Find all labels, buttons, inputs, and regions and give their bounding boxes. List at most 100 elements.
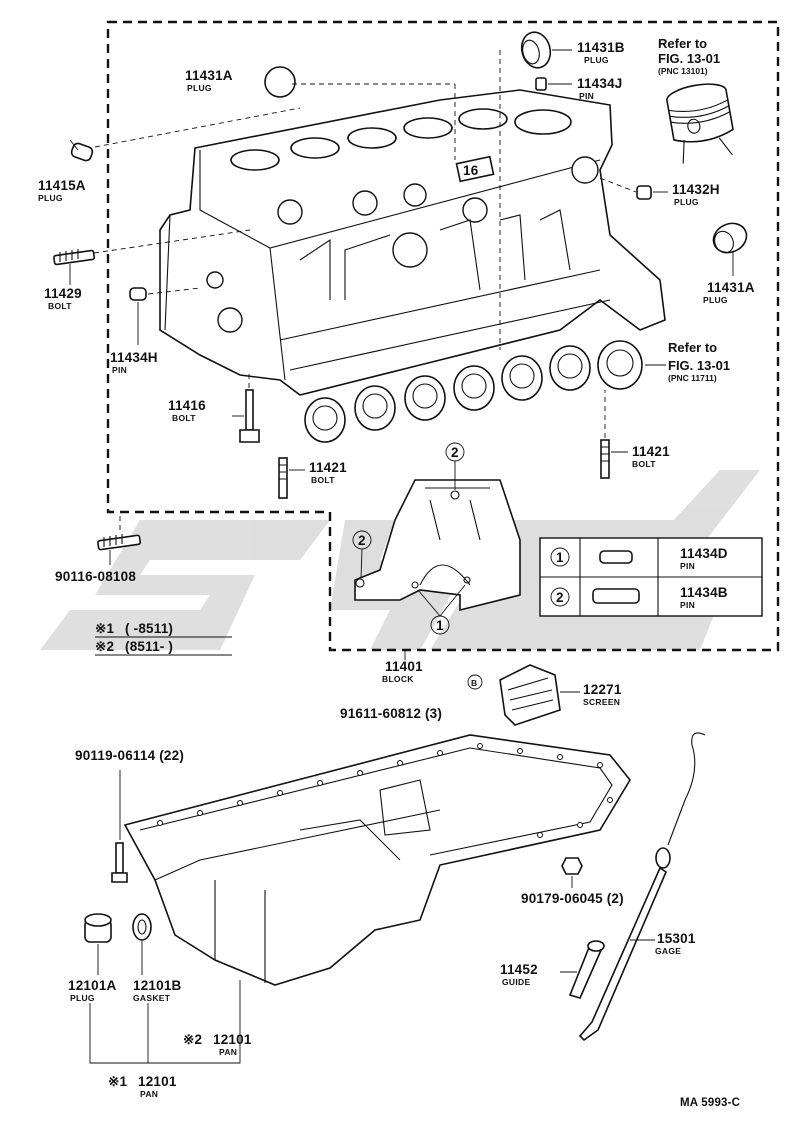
callout-12101-2-mark: ※2 [183,1032,202,1047]
callout-12101B-name: GASKET [133,993,171,1003]
callout-11434H-number: 11434H [110,350,158,365]
block-group-frame [106,20,780,652]
block-bottom-view: 2 2 1 [352,442,521,635]
stud-90116-08108: 90116-08108 [55,515,142,584]
callout-11421-right-name: BOLT [632,459,656,469]
guide-11452: 11452 GUIDE [500,940,605,999]
callout-12101-1-number: 12101 [138,1074,177,1089]
callout-11434J-number: 11434J [577,76,623,91]
callout-11432H-number: 11432H [672,182,720,197]
applicability-mark-2: ※2 [95,639,114,654]
bolt-11416: 11416 BOLT [168,370,260,443]
plug-11431B: 11431B PLUG [520,31,625,69]
callout-15301-name: GAGE [655,946,681,956]
callout-90179-number: 90179-06045 (2) [521,891,624,906]
pin-table-row-2-key: 2 [556,590,564,605]
callout-15301-number: 15301 [657,931,696,946]
callout-11429-number: 11429 [44,286,82,301]
cylinder-block: 16 [159,89,666,396]
callout-11452-name: GUIDE [502,977,530,987]
callout-11416-number: 11416 [168,398,206,413]
pin-table-row-2-pn: 11434B [680,585,728,600]
callout-12101-1-mark: ※1 [108,1074,128,1089]
bearing-reference: Refer to FIG. 13-01 (PNC 11711) [645,340,730,383]
callout-11431B-name: PLUG [584,55,609,65]
callout-12101-1-name: PAN [140,1089,158,1099]
pin-table-row-2-name: PIN [680,600,695,610]
bolt-90119-06114: 90119-06114 (22) [75,748,184,883]
piston-reference: Refer to FIG. 13-01 (PNC 13101) [658,36,734,164]
marker-two-left: 2 [358,533,366,548]
ref-bearing-line2: FIG. 13-01 [668,358,730,373]
applicability-range-1: ( -8511) [125,621,173,636]
ref-piston-pnc: (PNC 13101) [658,66,708,76]
callout-11421-left-name: BOLT [311,475,335,485]
applicability-notes: ※1 ( -8511) ※2 (8511- ) [95,621,232,656]
callout-11431A-top-name: PLUG [187,83,212,93]
block-11401-label: 11401 BLOCK [382,650,423,684]
callout-11432H-name: PLUG [674,197,699,207]
piston-icon [666,83,734,164]
water-jacket-holes [206,156,599,333]
stud-11421-left: 11421 BOLT [278,457,347,499]
callout-11431A-right-name: PLUG [703,295,728,305]
callout-91611-number: 91611-60812 (3) [340,706,442,721]
oil-pan-12101 [123,734,631,986]
nut-90179-06045: 90179-06045 (2) [521,857,624,906]
pin-table-row-1: 1 11434D PIN [550,546,728,571]
dipstick-15301: 15301 GAGE [578,732,706,1042]
pin-table-row-2: 2 11434B PIN [550,585,728,610]
cylinder-bores [230,108,572,171]
callout-12101-2-name: PAN [219,1047,237,1057]
callout-12101-2-number: 12101 [213,1032,252,1047]
callout-11421-left-number: 11421 [309,460,347,475]
pan-callouts: ※2 12101 PAN ※1 12101 PAN [89,980,252,1099]
callout-11452-number: 11452 [500,962,538,977]
marker-b: B [471,678,477,688]
pin-table-row-1-pn: 11434D [680,546,728,561]
callout-11431A-right-number: 11431A [707,280,755,295]
callout-12101A-name: PLUG [70,993,95,1003]
callout-12271-name: SCREEN [583,697,620,707]
plug-11431A-right: 11431A PLUG [703,222,755,305]
callout-90119-number: 90119-06114 (22) [75,748,184,763]
callout-11431B-number: 11431B [577,40,625,55]
block-ribs [279,209,611,371]
applicability-range-2: (8511- ) [125,639,173,654]
callout-11415A-name: PLUG [38,193,63,203]
drain-plug-12101A: 12101A PLUG [68,913,117,1003]
callout-11429-name: BOLT [48,301,72,311]
figure-code: MA 5993-C [680,1097,740,1109]
applicability-mark-1: ※1 [95,621,115,636]
oil-screen-12271: B 12271 SCREEN 91611-60812 (3) [340,664,622,726]
pin-table-row-1-key: 1 [556,550,564,565]
plug-11415A: 11415A PLUG [38,107,301,203]
pin-11434H: 11434H PIN [110,287,201,375]
pin-11434J: 11434J PIN [535,76,623,101]
plug-11432H: 11432H PLUG [599,177,720,207]
marker-one: 1 [436,618,444,633]
callout-12101B-number: 12101B [133,978,182,993]
plug-11431A-top: 11431A PLUG [185,66,456,160]
callout-11416-name: BOLT [172,413,196,423]
callout-11401-name: BLOCK [382,674,414,684]
ref-piston-line1: Refer to [658,36,707,51]
callout-11434J-name: PIN [579,91,594,101]
callout-11431A-top-number: 11431A [185,68,233,83]
callout-90116-number: 90116-08108 [55,569,136,584]
ref-piston-line2: FIG. 13-01 [658,51,720,66]
ref-bearing-line1: Refer to [668,340,717,355]
block-casting-number: 16 [463,163,479,178]
callout-11434H-name: PIN [112,365,127,375]
callout-11401-number: 11401 [385,659,423,674]
callout-11421-right-number: 11421 [632,444,670,459]
pin-table: 1 11434D PIN 2 11434B PIN [539,537,763,617]
stud-11421-right: 11421 BOLT [600,390,670,479]
callout-12271-number: 12271 [583,682,622,697]
main-bearing-caps [304,340,643,443]
callout-11415A-number: 11415A [38,178,86,193]
marker-two-top: 2 [451,445,459,460]
callout-12101A-number: 12101A [68,978,117,993]
ref-bearing-pnc: (PNC 11711) [668,373,717,383]
